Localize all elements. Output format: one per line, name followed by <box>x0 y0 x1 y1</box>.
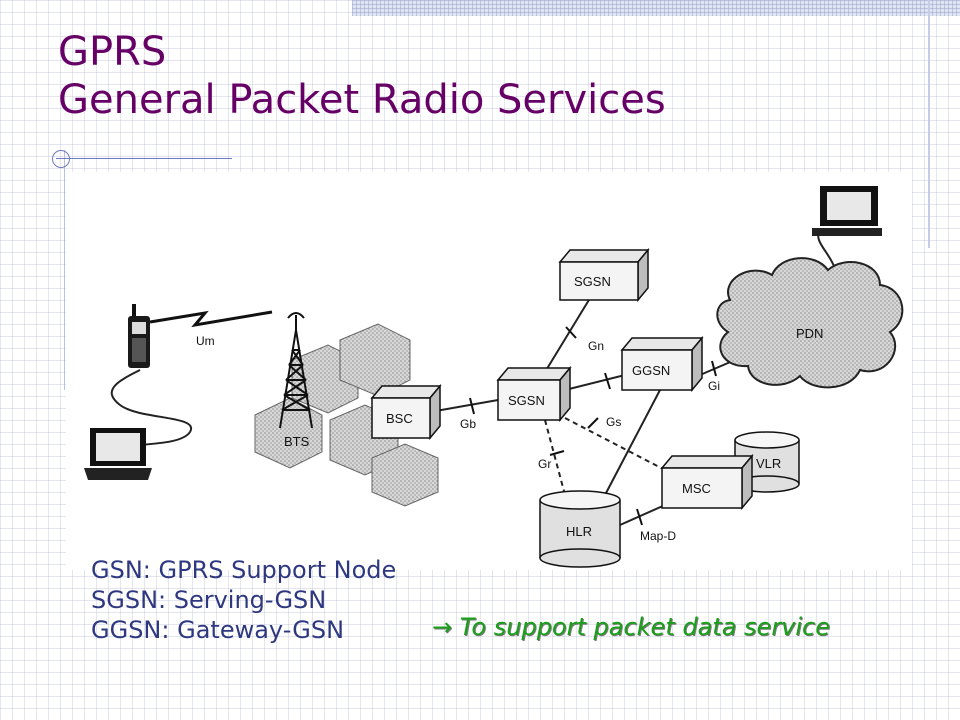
interface-ticks <box>469 326 717 526</box>
bts-tower-icon <box>279 312 313 429</box>
label-bsc: BSC <box>386 411 413 426</box>
link-gb <box>429 399 499 413</box>
pdn-cloud <box>716 257 904 389</box>
left-decoration-rule <box>64 150 65 390</box>
ggsn-box <box>620 335 704 393</box>
label-gb: Gb <box>460 417 476 431</box>
slide-title: GPRS General Packet Radio Services <box>58 28 878 124</box>
link-gr <box>544 419 566 496</box>
sgsn-top-box <box>558 247 650 303</box>
corner-decoration-band <box>352 0 960 16</box>
bsc-box <box>370 383 442 441</box>
label-msc: MSC <box>682 481 711 496</box>
decoration-circle <box>52 150 70 168</box>
label-hlr: HLR <box>566 524 592 539</box>
title-line-1: GPRS <box>58 29 167 75</box>
label-ggsn: GGSN <box>632 363 670 378</box>
mobile-phone-icon <box>128 304 150 368</box>
label-gn: Gn <box>588 339 604 353</box>
label-sgsn-main: SGSN <box>508 393 545 408</box>
label-um: Um <box>196 334 215 348</box>
msc-box <box>660 453 754 511</box>
gsn-definitions: GSN: GPRS Support Node SGSN: Serving-GSN… <box>91 555 471 645</box>
definition-gsn: GSN: GPRS Support Node <box>91 556 397 584</box>
hlr-database <box>539 490 621 568</box>
label-sgsn-top: SGSN <box>574 274 611 289</box>
link-sgsn-ggsn <box>564 374 626 391</box>
um-radio-link <box>149 310 273 328</box>
cell-hexagons <box>254 323 439 507</box>
signalling-links <box>544 417 666 496</box>
label-bts: BTS <box>284 434 310 449</box>
label-map-d: Map-D <box>640 529 676 543</box>
label-gs: Gs <box>606 415 621 429</box>
link-gs <box>564 417 666 471</box>
label-gi: Gi <box>708 379 720 393</box>
packet-data-note: → To support packet data service <box>432 613 831 641</box>
link-map-d <box>619 504 666 526</box>
sgsn-main-box <box>496 365 572 423</box>
title-underline-rule <box>56 158 232 159</box>
label-vlr: VLR <box>756 456 781 471</box>
title-line-2: General Packet Radio Services <box>58 77 666 123</box>
link-ggsn-hlr <box>604 389 661 496</box>
terminal-computer-icon <box>812 186 882 236</box>
label-pdn: PDN <box>796 326 823 341</box>
label-gr: Gr <box>538 457 551 471</box>
definition-ggsn: GGSN: Gateway-GSN <box>91 616 345 644</box>
vlr-database <box>734 431 800 493</box>
laptop-icon <box>84 428 152 480</box>
definition-sgsn: SGSN: Serving-GSN <box>91 586 327 614</box>
right-decoration-rule <box>928 0 930 248</box>
